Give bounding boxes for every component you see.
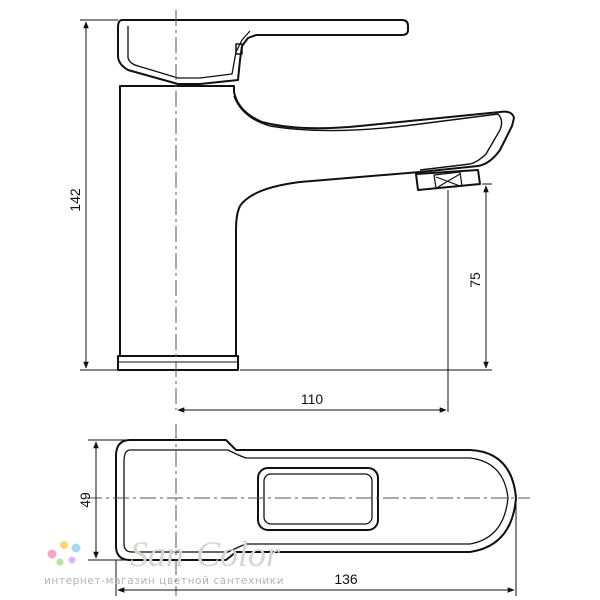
dim-label-75: 75: [467, 272, 483, 288]
logo-dot: [47, 549, 57, 559]
lever-handle: [117, 19, 409, 85]
top-outline: [115, 439, 517, 561]
lever-cutout: [257, 467, 379, 531]
dimension-136: [115, 500, 517, 596]
dimension-110: [177, 190, 449, 413]
spout-inner-line: [233, 95, 503, 171]
logo-dot: [56, 558, 64, 566]
lever-handle-inner: [127, 26, 251, 79]
logo-dot: [68, 556, 76, 564]
logo-dot: [60, 541, 68, 549]
dim-label-110: 110: [301, 391, 324, 407]
aerator-detail: [433, 171, 463, 189]
logo-brand: San: [130, 534, 184, 574]
base-plate: [117, 355, 239, 371]
aerator: [415, 169, 481, 191]
logo-tagline: интернет-магазин цветной сантехники: [44, 575, 284, 587]
dimension-49: [88, 439, 128, 561]
dim-label-142: 142: [67, 188, 83, 212]
top-view: [115, 439, 517, 561]
dim-label-136: 136: [334, 571, 358, 587]
sancolor-logo: San Color интернет-магазин цветной санте…: [44, 534, 284, 587]
logo-dot: [71, 543, 81, 553]
dimension-75: [240, 183, 492, 371]
top-inner-outline: [123, 449, 509, 553]
body-column: [119, 85, 515, 357]
dim-label-49: 49: [77, 492, 93, 508]
lever-mark: [235, 43, 243, 55]
side-view: [117, 19, 515, 371]
logo-brand-2: Color: [196, 534, 281, 574]
dimension-142: [80, 19, 118, 371]
